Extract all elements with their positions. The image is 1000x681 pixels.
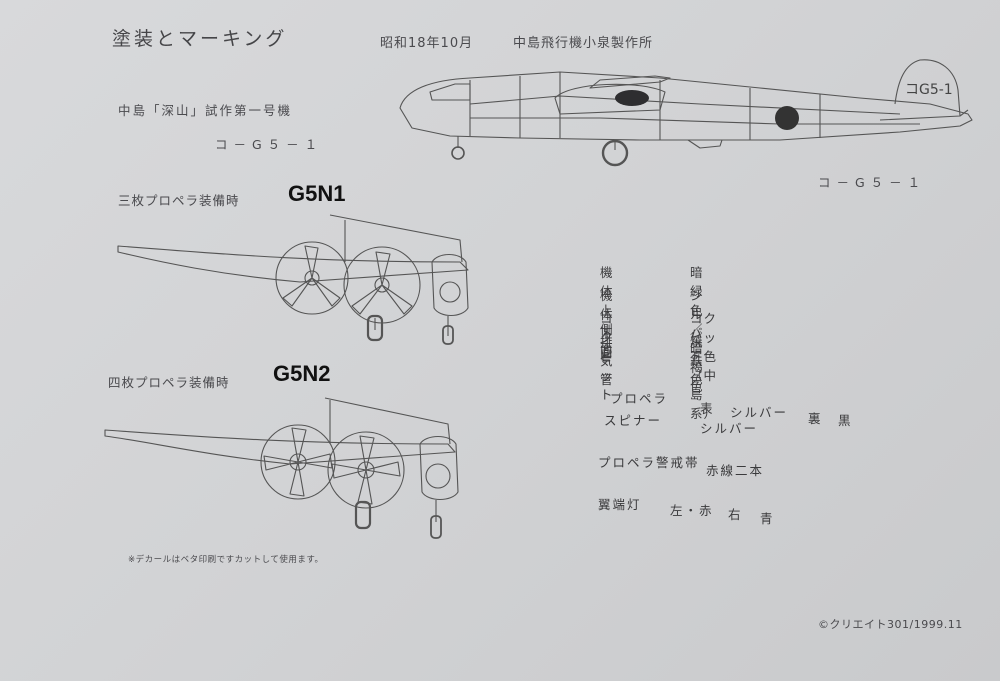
spinner-label: スピナー — [604, 413, 663, 428]
paint-part: コクピット — [600, 311, 614, 402]
copyright: ©クリエイト301/1999.11 — [818, 618, 963, 631]
aircraft-code-right: コ－G５－１ — [818, 175, 927, 190]
variant-label-four-blade: 四枚プロペラ装備時 — [108, 375, 230, 390]
paint-part: 機体下面 — [600, 288, 614, 360]
paint-part: 機体上側面 — [600, 265, 614, 356]
side-view-aircraft — [399, 59, 973, 167]
wingtip-right-color: 青 — [760, 511, 775, 526]
propeller-back-label: 裏 — [808, 411, 823, 426]
propeller-label: プロペラ — [610, 391, 669, 406]
paint-part: 排気管 — [600, 334, 614, 387]
warning-band-label: プロペラ警戒帯 — [598, 455, 700, 470]
paint-color: シルバー — [690, 288, 704, 360]
warning-band-value: 赤線二本 — [706, 463, 765, 478]
paint-color: 暗緑色／暗褐色 — [690, 265, 704, 394]
front-view-g5n2 — [104, 397, 459, 539]
aircraft-subtitle: 中島「深山」試作第一号機 — [118, 103, 293, 118]
tail-marking: コG5-1 — [905, 82, 953, 98]
propeller-back-color: 黒 — [838, 413, 853, 428]
paint-color: コクピット色（中島系） — [690, 311, 718, 421]
aircraft-code-left: コ－G５－１ — [215, 137, 324, 152]
propeller-front-label: 表 — [700, 401, 715, 416]
propeller-front-color: シルバー — [730, 405, 789, 420]
wingtip-right-label: 右 — [728, 507, 743, 522]
wingtip-left-value: 左・赤 — [670, 503, 714, 518]
wingtip-light-label: 翼端灯 — [598, 497, 642, 512]
variant-designation-g5n2: G5N2 — [273, 361, 331, 386]
variant-label-three-blade: 三枚プロペラ装備時 — [118, 193, 240, 208]
page-title: 塗装とマーキング — [112, 28, 288, 50]
spinner-color: シルバー — [700, 421, 759, 436]
paint-color: 焼鉄色 — [690, 334, 704, 387]
decal-note: ※デカールはベタ印刷ですカットして使用ます。 — [128, 555, 324, 565]
date-label: 昭和18年10月 — [380, 36, 474, 51]
front-view-g5n1 — [117, 214, 469, 345]
manufacturer-label: 中島飛行機小泉製作所 — [513, 36, 654, 51]
variant-designation-g5n1: G5N1 — [288, 181, 346, 206]
